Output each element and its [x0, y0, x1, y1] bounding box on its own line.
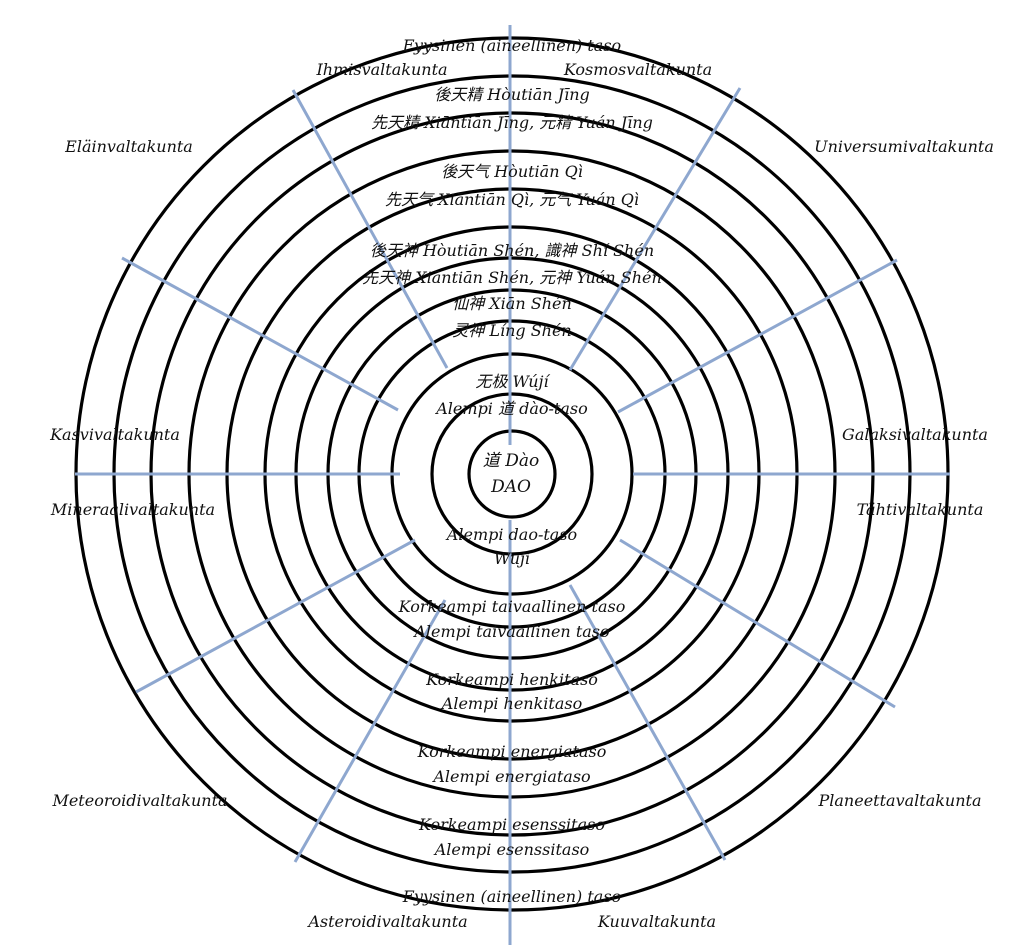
kingdom-divider-line-4 — [121, 256, 399, 412]
kingdom-label-universe: Universumivaltakunta — [814, 137, 994, 156]
level-label-physical-bottom: Fyysinen (aineellinen) taso — [402, 887, 621, 906]
level-label-wuji-upper: 无极 Wújí — [475, 372, 550, 391]
kingdom-label-cosmos: Kosmosvaltakunta — [563, 60, 712, 79]
level-label-higher-heavenly: Korkeampi taivaallinen taso — [398, 597, 626, 616]
kingdom-label-asteroid: Asteroidivaltakunta — [306, 912, 467, 931]
level-label-xiantian-shen: 先天神 Xiāntiān Shén, 元神 Yuán Shén — [362, 268, 662, 287]
level-label-lower-dao: Alempi dao-taso — [445, 525, 577, 544]
level-label-houtian-shen: 後天神 Hòutiān Shén, 識神 Shí Shén — [370, 241, 654, 260]
kingdom-divider-lines — [75, 25, 950, 945]
kingdom-divider-line-8 — [135, 538, 416, 694]
center-dao-label: 道 Dào — [483, 451, 539, 471]
level-label-xian-shen: 仙神 Xiān Shén — [452, 294, 572, 313]
level-label-higher-spirit: Korkeampi henkitaso — [425, 670, 598, 689]
kingdom-label-moon: Kuuvaltakunta — [597, 912, 716, 931]
kingdom-label-star: Tähtivaltakunta — [857, 500, 984, 519]
level-label-wuji-lower: Wuji — [494, 549, 530, 568]
level-label-lower-dao-upper: Alempi 道 dào-taso — [434, 399, 587, 418]
kingdom-label-meteoroid: Meteoroidivaltakunta — [51, 791, 227, 810]
center-labels: 道 Dào DAO — [483, 451, 539, 497]
level-ring-4 — [357, 319, 667, 629]
kingdom-divider-line-10 — [293, 599, 447, 863]
kingdom-label-animal: Eläinvaltakunta — [64, 137, 193, 156]
level-label-xiantian-qi: 先天气 Xiāntiān Qì, 元气 Yuán Qì — [385, 190, 639, 209]
level-label-xiantian-jing: 先天精 Xiāntiān Jīng, 元精 Yuán Jīng — [371, 113, 653, 132]
kingdom-divider-line-5 — [617, 258, 898, 414]
kingdom-label-human: Ihmisvaltakunta — [315, 60, 447, 79]
kingdom-labels: Ihmisvaltakunta Kosmosvaltakunta Eläinva… — [49, 60, 994, 931]
kingdom-divider-line-11 — [568, 584, 727, 861]
level-ring-2 — [430, 392, 594, 556]
level-label-ling-shen: 灵神 Líng Shén — [452, 321, 572, 340]
upper-level-labels: Fyysinen (aineellinen) taso 後天精 Hòutiān … — [362, 36, 662, 418]
lower-level-labels: Alempi dao-taso Wuji Korkeampi taivaalli… — [398, 525, 626, 906]
level-label-lower-heavenly: Alempi taivaallinen taso — [412, 622, 609, 641]
level-label-houtian-qi: 後天气 Hòutiān Qì — [441, 162, 583, 181]
level-ring-1 — [467, 429, 557, 519]
kingdom-label-planet: Planeettavaltakunta — [818, 791, 982, 810]
level-label-lower-essence: Alempi esenssitaso — [433, 840, 590, 859]
center-dao-latin-label: DAO — [490, 477, 531, 497]
level-label-houtian-jing: 後天精 Hòutiān Jīng — [434, 85, 590, 104]
level-label-lower-spirit: Alempi henkitaso — [440, 694, 582, 713]
level-label-lower-energy: Alempi energiataso — [431, 767, 590, 786]
level-label-physical-top: Fyysinen (aineellinen) taso — [402, 36, 621, 55]
kingdom-divider-line-2 — [291, 89, 449, 369]
kingdom-label-galaxy: Galaksivaltakunta — [842, 425, 988, 444]
kingdom-divider-line-3 — [568, 87, 742, 371]
kingdom-label-plant: Kasvivaltakunta — [49, 425, 180, 444]
level-label-higher-essence: Korkeampi esenssitaso — [418, 815, 605, 834]
kingdom-label-mineral: Mineraalivaltakunta — [50, 500, 215, 519]
level-label-higher-energy: Korkeampi energiataso — [417, 742, 607, 761]
kingdom-divider-line-9 — [619, 538, 896, 709]
